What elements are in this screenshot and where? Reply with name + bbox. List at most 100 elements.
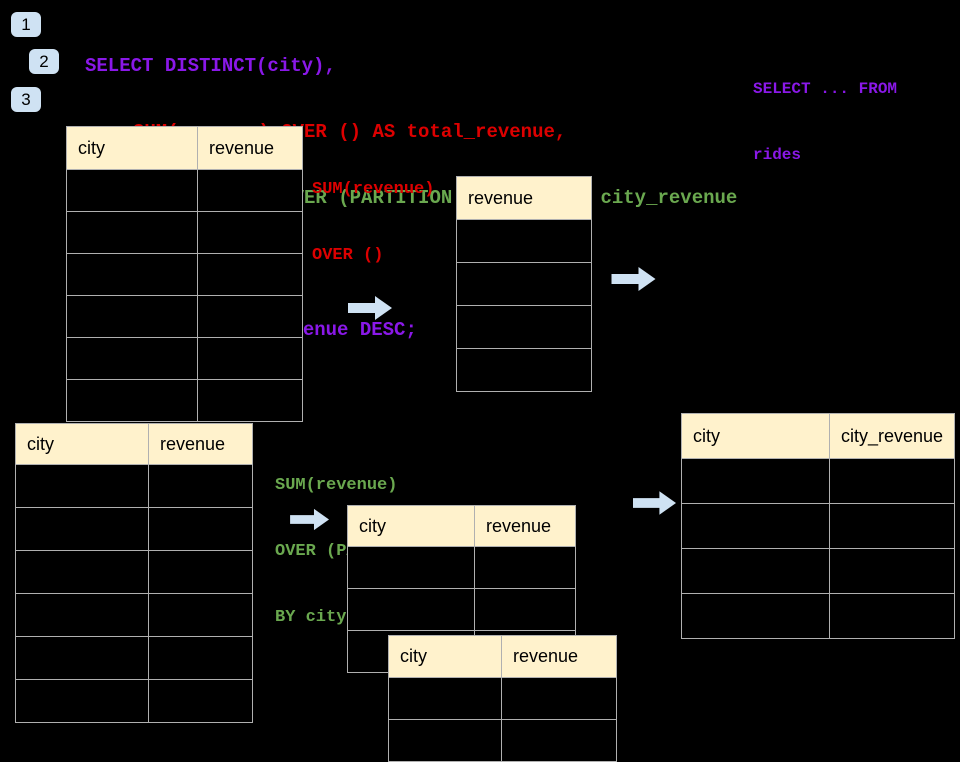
empty-cell bbox=[66, 169, 198, 212]
empty-cell bbox=[148, 679, 253, 723]
table-row bbox=[66, 295, 303, 338]
select-from-note: SELECT ... FROM rides bbox=[753, 34, 897, 210]
column-header: revenue bbox=[197, 126, 303, 170]
arrow-right-icon bbox=[633, 491, 677, 515]
table-row bbox=[15, 507, 253, 551]
table-row bbox=[681, 593, 955, 639]
empty-cell bbox=[15, 550, 149, 594]
empty-cell bbox=[197, 211, 303, 254]
column-header: revenue bbox=[474, 505, 576, 547]
step-3-badge: 3 bbox=[11, 87, 41, 112]
empty-cell bbox=[148, 636, 253, 680]
empty-cell bbox=[501, 677, 617, 720]
table-row bbox=[66, 169, 303, 212]
empty-cell bbox=[197, 169, 303, 212]
table-row bbox=[15, 550, 253, 594]
table-row bbox=[66, 379, 303, 422]
column-header: revenue bbox=[148, 423, 253, 465]
empty-cell bbox=[388, 677, 502, 720]
column-header: city bbox=[388, 635, 502, 678]
empty-cell bbox=[197, 337, 303, 380]
empty-cell bbox=[456, 305, 592, 349]
empty-cell bbox=[829, 548, 955, 594]
table-header-row: revenue bbox=[456, 176, 592, 220]
table-row bbox=[388, 719, 617, 762]
empty-cell bbox=[474, 588, 576, 631]
sql-line-select: SELECT DISTINCT(city), bbox=[85, 55, 336, 77]
table-row bbox=[456, 219, 592, 263]
empty-cell bbox=[148, 507, 253, 551]
empty-cell bbox=[829, 458, 955, 504]
empty-cell bbox=[456, 348, 592, 392]
empty-cell bbox=[15, 507, 149, 551]
empty-cell bbox=[197, 253, 303, 296]
empty-cell bbox=[148, 593, 253, 637]
empty-cell bbox=[66, 337, 198, 380]
table-row bbox=[66, 253, 303, 296]
empty-cell bbox=[474, 546, 576, 589]
table-row bbox=[456, 262, 592, 306]
empty-cell bbox=[681, 593, 830, 639]
empty-cell bbox=[681, 548, 830, 594]
arrow-right-icon bbox=[290, 508, 330, 531]
table-row bbox=[681, 458, 955, 504]
table-row bbox=[347, 546, 576, 589]
column-header: revenue bbox=[501, 635, 617, 678]
partition-label-line-3: BY city) bbox=[275, 608, 357, 627]
empty-cell bbox=[66, 295, 198, 338]
partition-label-line-1: SUM(revenue) bbox=[275, 476, 398, 495]
empty-cell bbox=[347, 588, 475, 631]
table-row bbox=[388, 677, 617, 720]
step-1-badge: 1 bbox=[11, 12, 41, 37]
empty-cell bbox=[829, 503, 955, 549]
empty-cell bbox=[66, 379, 198, 422]
total-revenue-table: revenue bbox=[456, 176, 592, 392]
empty-cell bbox=[501, 719, 617, 762]
empty-cell bbox=[829, 593, 955, 639]
empty-cell bbox=[456, 262, 592, 306]
empty-cell bbox=[388, 719, 502, 762]
table-row bbox=[66, 211, 303, 254]
table-row bbox=[15, 593, 253, 637]
empty-cell bbox=[15, 636, 149, 680]
column-header: city_revenue bbox=[829, 413, 955, 459]
empty-cell bbox=[148, 550, 253, 594]
arrow-right-icon bbox=[348, 296, 392, 320]
note-line-1: SELECT ... FROM bbox=[753, 80, 898, 98]
table-row bbox=[15, 636, 253, 680]
empty-cell bbox=[456, 219, 592, 263]
empty-cell bbox=[66, 253, 198, 296]
empty-cell bbox=[681, 503, 830, 549]
table-row bbox=[66, 337, 303, 380]
note-line-2: rides bbox=[753, 146, 802, 164]
diagram-canvas: 1 2 3 SELECT DISTINCT(city), SUM(revenue… bbox=[11, 12, 955, 762]
total-label-line-2: OVER () bbox=[312, 246, 384, 265]
total-revenue-label: SUM(revenue) OVER () bbox=[312, 135, 434, 311]
table-row bbox=[347, 588, 576, 631]
empty-cell bbox=[347, 546, 475, 589]
column-header: city bbox=[681, 413, 830, 459]
empty-cell bbox=[66, 211, 198, 254]
table-row bbox=[15, 679, 253, 723]
column-header: city bbox=[347, 505, 475, 547]
table-row bbox=[456, 348, 592, 392]
column-header: revenue bbox=[456, 176, 592, 220]
table-row bbox=[681, 548, 955, 594]
empty-cell bbox=[148, 464, 253, 508]
table-row bbox=[681, 503, 955, 549]
column-header: city bbox=[15, 423, 149, 465]
column-header: city bbox=[66, 126, 198, 170]
empty-cell bbox=[15, 593, 149, 637]
step-2-badge: 2 bbox=[29, 49, 59, 74]
arrow-right-icon bbox=[611, 267, 656, 291]
empty-cell bbox=[197, 379, 303, 422]
